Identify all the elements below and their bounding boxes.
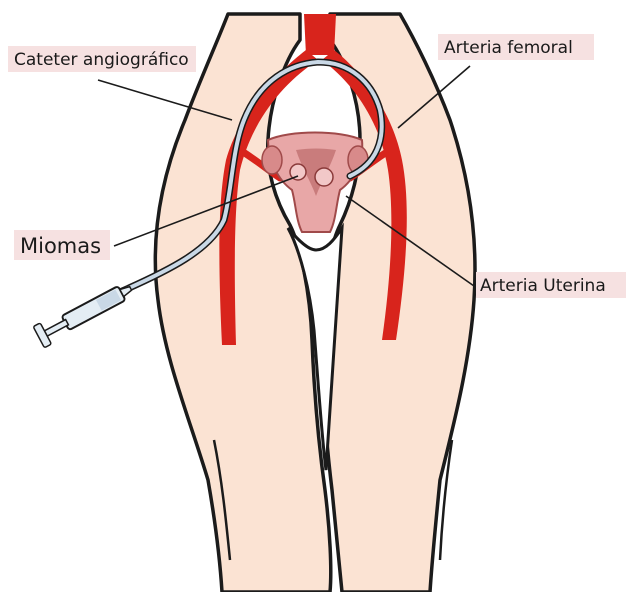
label-fibroids: Miomas: [14, 230, 110, 260]
label-femoral-artery: Arteria femoral: [438, 34, 594, 60]
label-uterine-artery: Arteria Uterina: [476, 272, 626, 298]
fibroid-right: [315, 168, 333, 186]
label-femoral-artery-text: Arteria femoral: [444, 38, 573, 58]
left-ovary: [262, 146, 282, 174]
aorta: [304, 14, 336, 55]
syringe-plunger: [44, 320, 68, 337]
body-silhouette: [155, 14, 475, 592]
pelvis-and-left-leg: [155, 14, 330, 592]
label-catheter: Cateter angiográfico: [8, 46, 196, 72]
label-fibroids-text: Miomas: [20, 234, 101, 258]
label-catheter-text: Cateter angiográfico: [14, 50, 189, 70]
label-uterine-artery-text: Arteria Uterina: [480, 276, 606, 296]
